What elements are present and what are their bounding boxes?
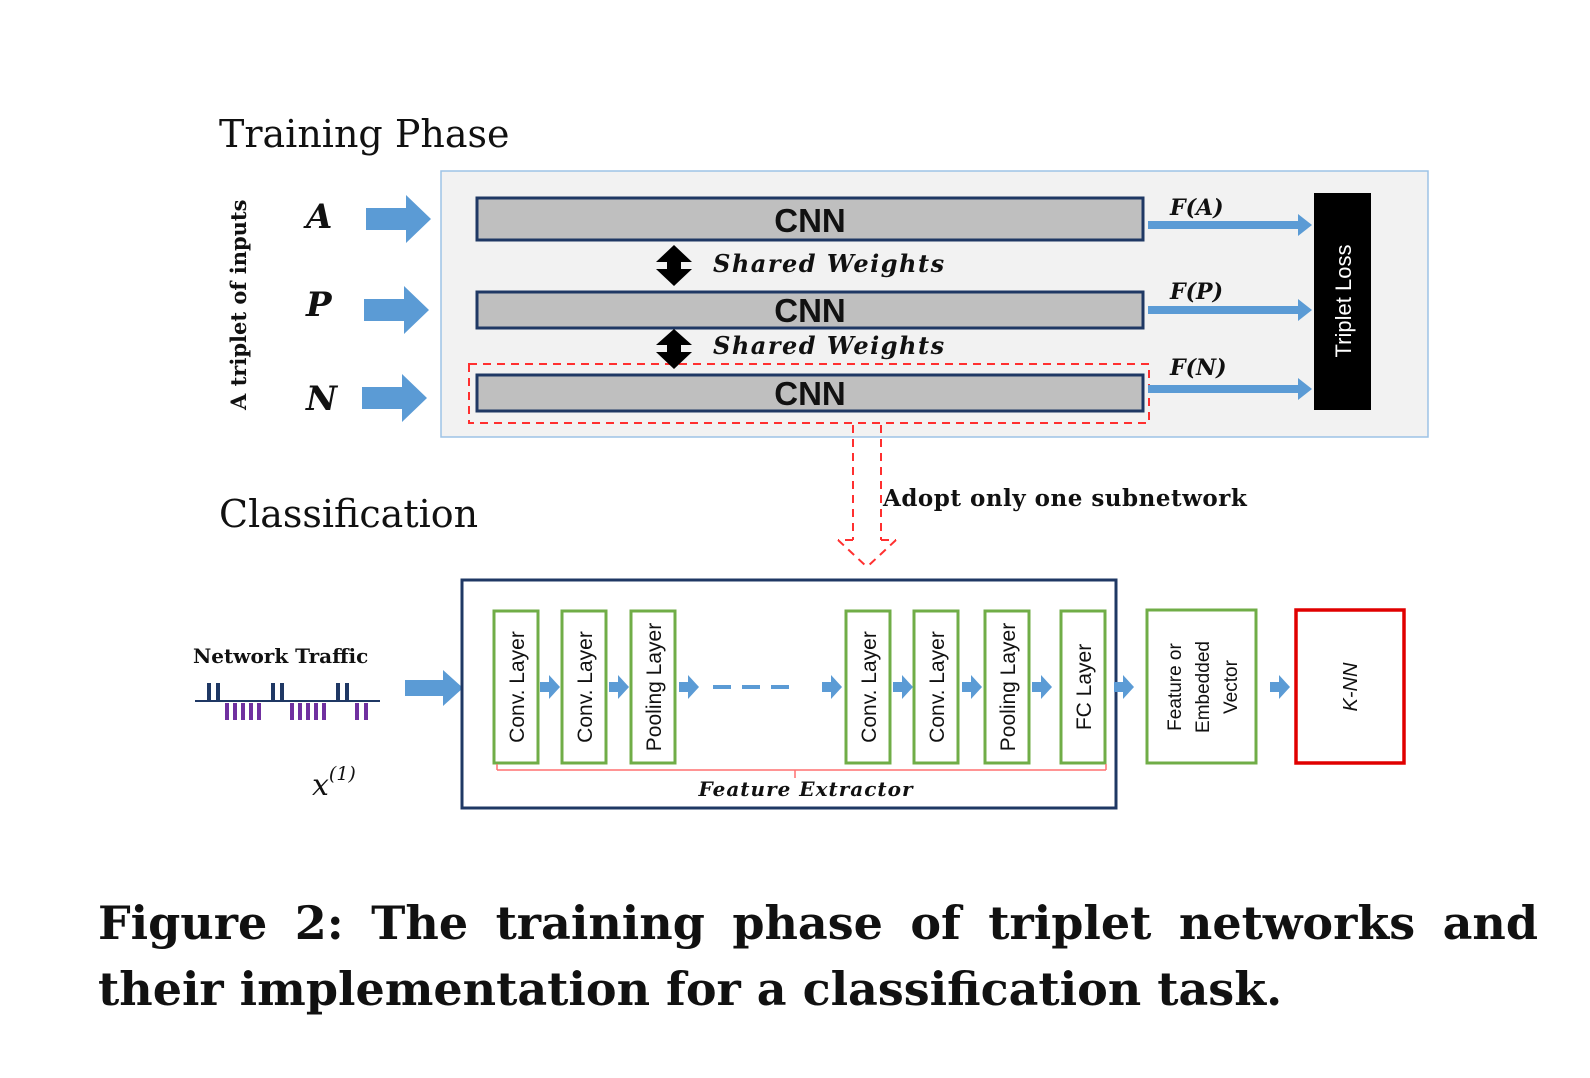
network-traffic-label: Network Traffic [193, 644, 368, 668]
layer-box: Pooling Layer [629, 609, 677, 765]
adopt-subnetwork-label: Adopt only one subnetwork [882, 485, 1248, 512]
right-arrow-icon [679, 675, 699, 699]
input-x-label: x(1) [312, 763, 356, 803]
layer-box: Conv. Layer [912, 609, 960, 765]
layer-label: Pooling Layer [643, 623, 666, 751]
shared-weights-label: Shared Weights [713, 249, 946, 278]
layer-box: Conv. Layer [560, 609, 608, 765]
layer-box: FC Layer [1059, 609, 1107, 765]
selected-subnetwork-box [468, 363, 1150, 424]
layer-label: Conv. Layer [926, 631, 949, 743]
cnn-block-n: CNN [475, 373, 1145, 413]
right-arrow-icon [893, 675, 913, 699]
double-arrow-icon [656, 245, 692, 286]
right-arrow-icon [822, 675, 842, 699]
triplet-inputs-label: A triplet of inputs [226, 200, 251, 411]
right-arrow-icon [366, 195, 431, 243]
cnn-block-a: CNN [475, 196, 1145, 242]
layer-label: FC Layer [1073, 644, 1096, 730]
right-arrow-icon [1270, 675, 1290, 699]
input-p-label: P [305, 285, 333, 325]
cnn-label: CNN [774, 375, 846, 412]
feature-extractor-label: Feature Extractor [698, 777, 914, 801]
input-n-label: N [305, 379, 339, 419]
triplet-loss-label: Triplet Loss [1331, 245, 1356, 358]
layer-label: Conv. Layer [858, 631, 881, 743]
network-traffic-icon [195, 683, 380, 720]
cnn-block-p: CNN [475, 290, 1145, 330]
classification-heading: Classification [219, 492, 478, 536]
feature-vector-line: Feature or [1165, 643, 1186, 731]
output-fn-label: F(N) [1169, 355, 1227, 381]
layer-label: Conv. Layer [506, 631, 529, 743]
feature-vector-line: Embedded [1193, 641, 1214, 733]
input-x-base: x [312, 768, 329, 803]
shared-weights-label: Shared Weights [713, 331, 946, 360]
layer-box: Conv. Layer [492, 609, 540, 765]
right-arrow-icon [1114, 675, 1134, 699]
feature-extractor-bracket [496, 764, 1107, 778]
input-a-label: A [303, 197, 332, 237]
right-arrow-icon [1148, 214, 1312, 236]
knn-label: K-NN [1340, 662, 1362, 711]
cnn-label: CNN [774, 292, 846, 329]
layer-label: Conv. Layer [574, 631, 597, 743]
right-arrow-icon [1148, 299, 1312, 321]
layer-box: Conv. Layer [844, 609, 892, 765]
right-arrow-icon [962, 675, 982, 699]
right-arrow-icon [362, 374, 427, 422]
right-arrow-icon [364, 286, 429, 334]
training-phase-heading: Training Phase [219, 112, 510, 156]
right-arrow-icon [1032, 675, 1052, 699]
double-arrow-icon [656, 329, 692, 369]
layer-label: Pooling Layer [997, 623, 1020, 751]
layer-box: Pooling Layer [983, 609, 1031, 765]
feature-vector-box: Feature or Embedded Vector [1145, 608, 1258, 765]
right-arrow-icon [1148, 378, 1312, 400]
knn-box: K-NN [1294, 608, 1406, 765]
output-fp-label: F(P) [1169, 279, 1223, 305]
triplet-loss-block: Triplet Loss [1314, 193, 1371, 410]
feature-vector-line: Vector [1221, 659, 1242, 714]
right-arrow-icon [405, 670, 463, 706]
adopt-subnetwork-arrow [837, 425, 897, 568]
figure-caption: Figure 2: The training phase of triplet … [98, 896, 1538, 1016]
right-arrow-icon [609, 675, 629, 699]
cnn-label: CNN [774, 202, 846, 239]
right-arrow-icon [540, 675, 560, 699]
output-fa-label: F(A) [1169, 195, 1224, 221]
input-x-superscript: (1) [329, 763, 356, 785]
